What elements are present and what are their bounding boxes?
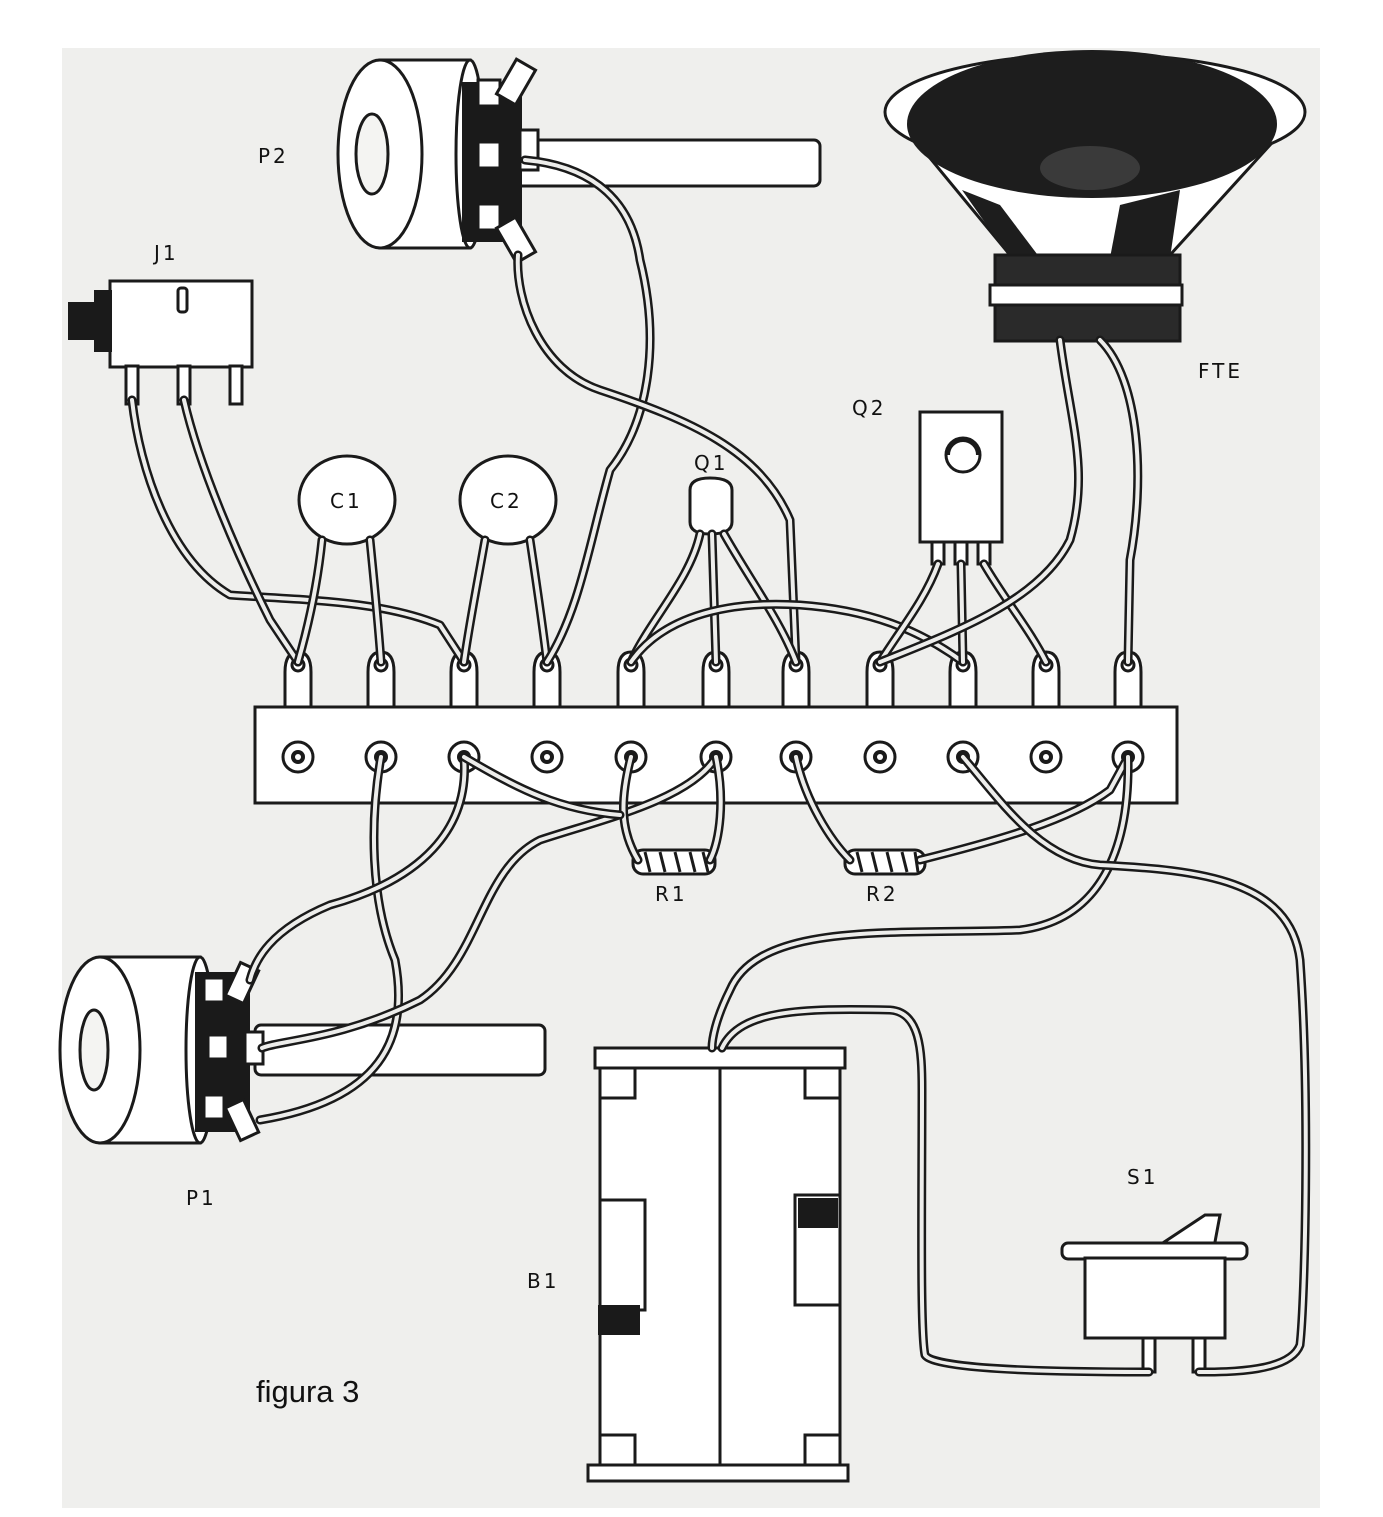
wire-core xyxy=(258,755,401,1122)
jack-j1 xyxy=(68,279,254,406)
label-s1: S1 xyxy=(1127,1165,1158,1189)
wire-core xyxy=(878,338,1081,664)
wire-core xyxy=(182,398,300,664)
terminal-screw xyxy=(1029,740,1063,774)
label-q2: Q2 xyxy=(852,396,886,420)
wire-core xyxy=(368,538,383,664)
wire-core xyxy=(1098,338,1140,664)
capacitor-c2 xyxy=(458,454,558,546)
loudspeaker-fte xyxy=(883,50,1307,343)
wire-core xyxy=(528,538,549,664)
labels: P2 J1 C1 C2 Q1 Q2 FTE R1 R2 P1 B1 S1 fig… xyxy=(152,144,1243,1409)
label-r2: R2 xyxy=(866,882,899,906)
wire-core xyxy=(248,755,467,982)
resistor-r2 xyxy=(843,848,927,876)
label-p1: P1 xyxy=(186,1186,217,1210)
potentiometer-p1 xyxy=(58,955,547,1145)
wire-core xyxy=(722,532,798,664)
label-c1: C1 xyxy=(330,489,363,513)
wire-core xyxy=(878,562,940,664)
terminal-screw xyxy=(530,740,564,774)
wire-core xyxy=(629,602,965,664)
label-r1: R1 xyxy=(655,882,688,906)
wire-core xyxy=(918,755,1130,862)
label-c2: C2 xyxy=(490,489,523,513)
wire-core xyxy=(982,562,1048,664)
terminal-screw xyxy=(863,740,897,774)
wire-core xyxy=(515,253,798,664)
wire-core xyxy=(710,532,718,664)
figure-caption: figura 3 xyxy=(256,1374,359,1409)
label-q1: Q1 xyxy=(694,451,728,475)
battery-holder-b1 xyxy=(586,1046,850,1483)
label-p2: P2 xyxy=(258,144,289,168)
wire-core xyxy=(296,538,324,664)
label-b1: B1 xyxy=(527,1269,559,1293)
wire-core xyxy=(794,755,852,862)
capacitor-c1 xyxy=(297,454,397,546)
resistor-r1 xyxy=(631,848,717,876)
wire-core xyxy=(959,562,965,664)
wire-core xyxy=(961,755,1308,1374)
label-j1: J1 xyxy=(152,241,179,265)
wires xyxy=(127,155,1311,1377)
terminal-screw xyxy=(281,740,315,774)
wire-core xyxy=(708,755,723,862)
label-fte: FTE xyxy=(1198,359,1243,383)
wire-core xyxy=(130,398,466,664)
wire-core xyxy=(720,1007,1151,1374)
wire-core xyxy=(523,158,652,664)
wire-core xyxy=(462,755,622,817)
transistor-q1 xyxy=(688,476,734,536)
wire-core xyxy=(260,755,718,1050)
wire-core xyxy=(462,538,487,664)
transistor-q2 xyxy=(918,410,1004,566)
